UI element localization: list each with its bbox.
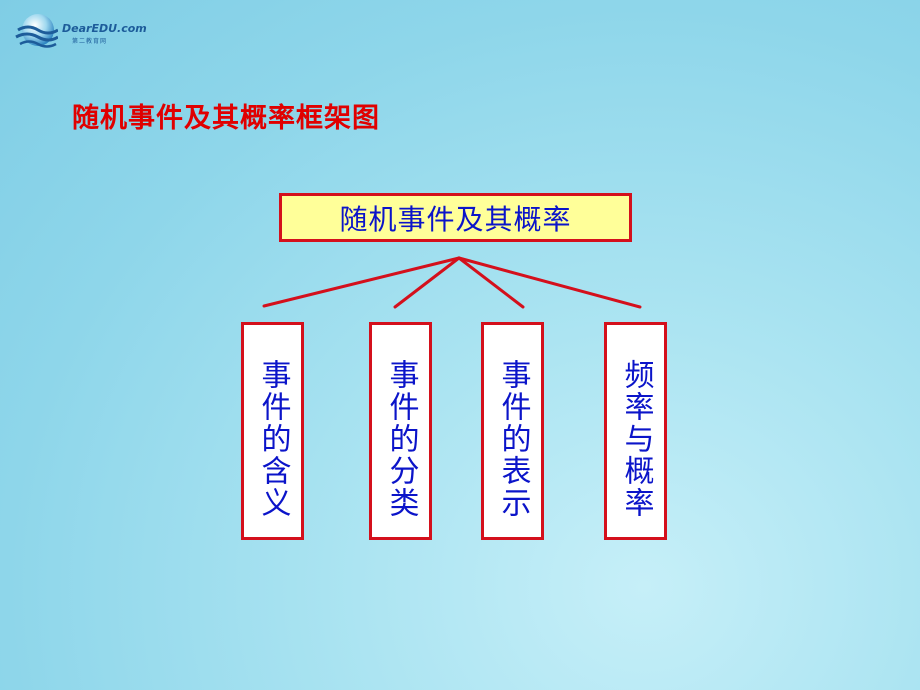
site-logo: DearEDU.com 第二教育网 — [14, 10, 147, 54]
root-node-label: 随机事件及其概率 — [339, 202, 572, 236]
child-node-meaning: 事件的含义 — [241, 322, 304, 540]
connector-line-2 — [457, 256, 525, 309]
connector-line-3 — [457, 256, 642, 309]
logo-sub-text: 第二教育网 — [72, 38, 108, 45]
child-node-label: 事件的分类 — [383, 359, 419, 519]
logo-brand-text: DearEDU.com — [62, 22, 147, 35]
child-node-label: 事件的含义 — [255, 359, 291, 519]
child-node-label: 频率与概率 — [618, 359, 654, 519]
connector-line-0 — [262, 256, 461, 308]
child-node-frequency-probability: 频率与概率 — [604, 322, 667, 540]
wave-globe-logo-icon — [15, 14, 58, 48]
connector-line-1 — [393, 256, 461, 309]
page-title: 随机事件及其概率框架图 — [72, 103, 380, 134]
child-node-representation: 事件的表示 — [481, 322, 544, 540]
child-node-classification: 事件的分类 — [369, 322, 432, 540]
root-node: 随机事件及其概率 — [279, 193, 632, 242]
child-node-label: 事件的表示 — [495, 359, 531, 519]
